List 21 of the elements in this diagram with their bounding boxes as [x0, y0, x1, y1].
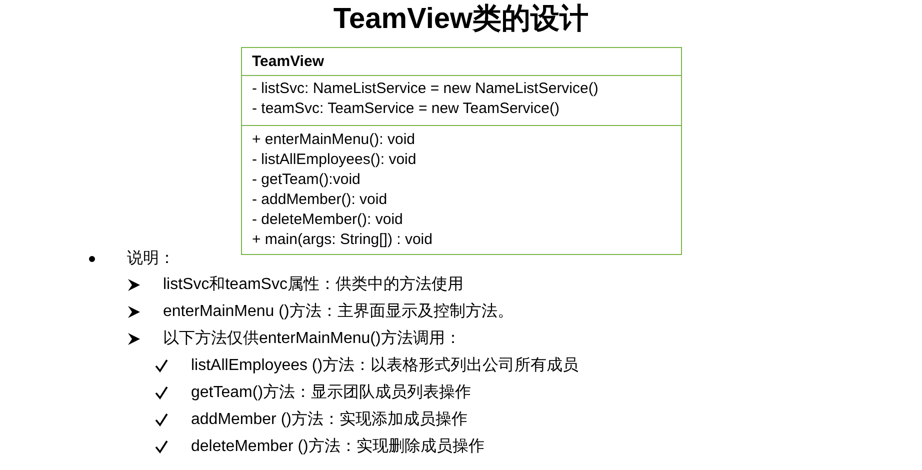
list-item-text: addMember ()方法：实现添加成员操作 [191, 410, 468, 430]
list-item-text: enterMainMenu ()方法：主界面显示及控制方法。 [163, 302, 514, 322]
list-item-text: deleteMember ()方法：实现删除成员操作 [191, 436, 484, 457]
method-text: - getTeam():void [252, 170, 360, 190]
method-text: - addMember(): void [252, 190, 388, 210]
list-item-text: listSvc和teamSvc属性：供类中的方法使用 [163, 274, 464, 295]
method-text: - deleteMember(): void [252, 210, 403, 230]
list-item-text: listAllEmployees ()方法：以表格形式列出公司所有成员 [191, 356, 579, 376]
method-compartment [241, 125, 682, 255]
attribute-text: - listSvc: NameListService = new NameListService() [252, 79, 598, 99]
list-item-text: 以下方法仅供enterMainMenu()方法调用： [163, 328, 461, 349]
method-text: - listAllEmployees(): void [252, 150, 416, 170]
attribute-compartment [241, 75, 682, 126]
attribute-text: - teamSvc: TeamService = new TeamService() [252, 99, 560, 119]
method-text: + main(args: String[]) : void [252, 230, 432, 250]
class-name-compartment [241, 47, 682, 76]
diagram-title: TeamView类的设计 [332, 2, 590, 37]
list-item-text: getTeam()方法：显示团队成员列表操作 [191, 382, 472, 403]
class-name: TeamView [252, 52, 324, 72]
method-text: + enterMainMenu(): void [252, 130, 415, 150]
list-item-text: 说明： [127, 249, 175, 269]
